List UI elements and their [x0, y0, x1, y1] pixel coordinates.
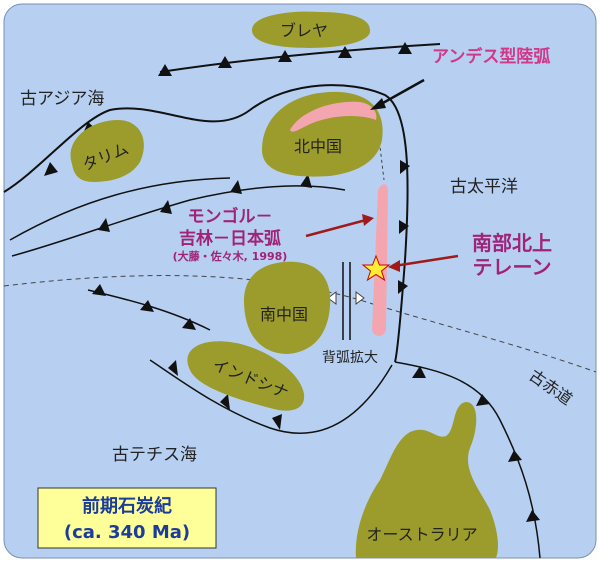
label-backarc-spreading: 背弧拡大: [322, 350, 378, 366]
label-paleo-tethys: 古テチス海: [112, 445, 197, 465]
south-kitakami-star: [361, 254, 391, 282]
label-andes-arc: アンデス型陸弧: [432, 46, 550, 67]
backarc-spreading-lines: [342, 262, 351, 340]
landmass-indochina: [187, 341, 305, 411]
subduction-zone-tethys: [149, 359, 393, 434]
suture-middle: [11, 185, 346, 257]
arc-mongol-pink: [372, 184, 388, 336]
label-south-kitakami-2: テレーン: [473, 255, 552, 279]
arc-andes-pink: [290, 101, 377, 132]
landmass-south-china: [244, 261, 331, 354]
label-south-china: 南中国: [260, 305, 308, 324]
label-paleo-asia-ocean: 古アジア海: [20, 89, 104, 109]
badge-period: 前期石炭紀: [82, 495, 172, 517]
label-north-china: 北中国: [294, 137, 342, 156]
label-bureya: ブレヤ: [280, 21, 328, 40]
backarc-arrow-right: [355, 291, 365, 305]
landmass-tarim: [70, 120, 144, 182]
label-mongol-arc-1: モンゴル－: [188, 206, 273, 227]
period-badge: [37, 487, 217, 549]
suture-lower: [9, 177, 231, 241]
paleo-equator-line: [3, 275, 597, 373]
badge-age: (ca. 340 Ma): [64, 522, 190, 543]
annotation-arrows: [305, 78, 459, 272]
backarc-arrow-left: [327, 291, 337, 305]
label-australia: オーストラリア: [366, 525, 477, 544]
label-mongol-arc-2: 吉林－日本弧: [179, 228, 281, 249]
subduction-zone-top: [159, 43, 441, 73]
subduction-zone-east: [394, 361, 541, 559]
subduction-zone-asia: [3, 84, 409, 363]
landmass-australia: [355, 402, 498, 558]
landmass-bureya: [252, 11, 371, 48]
label-south-kitakami-1: 南部北上: [472, 231, 552, 255]
label-citation: (大藤・佐々木, 1998): [173, 249, 288, 263]
label-paleo-pacific: 古太平洋: [450, 177, 518, 197]
